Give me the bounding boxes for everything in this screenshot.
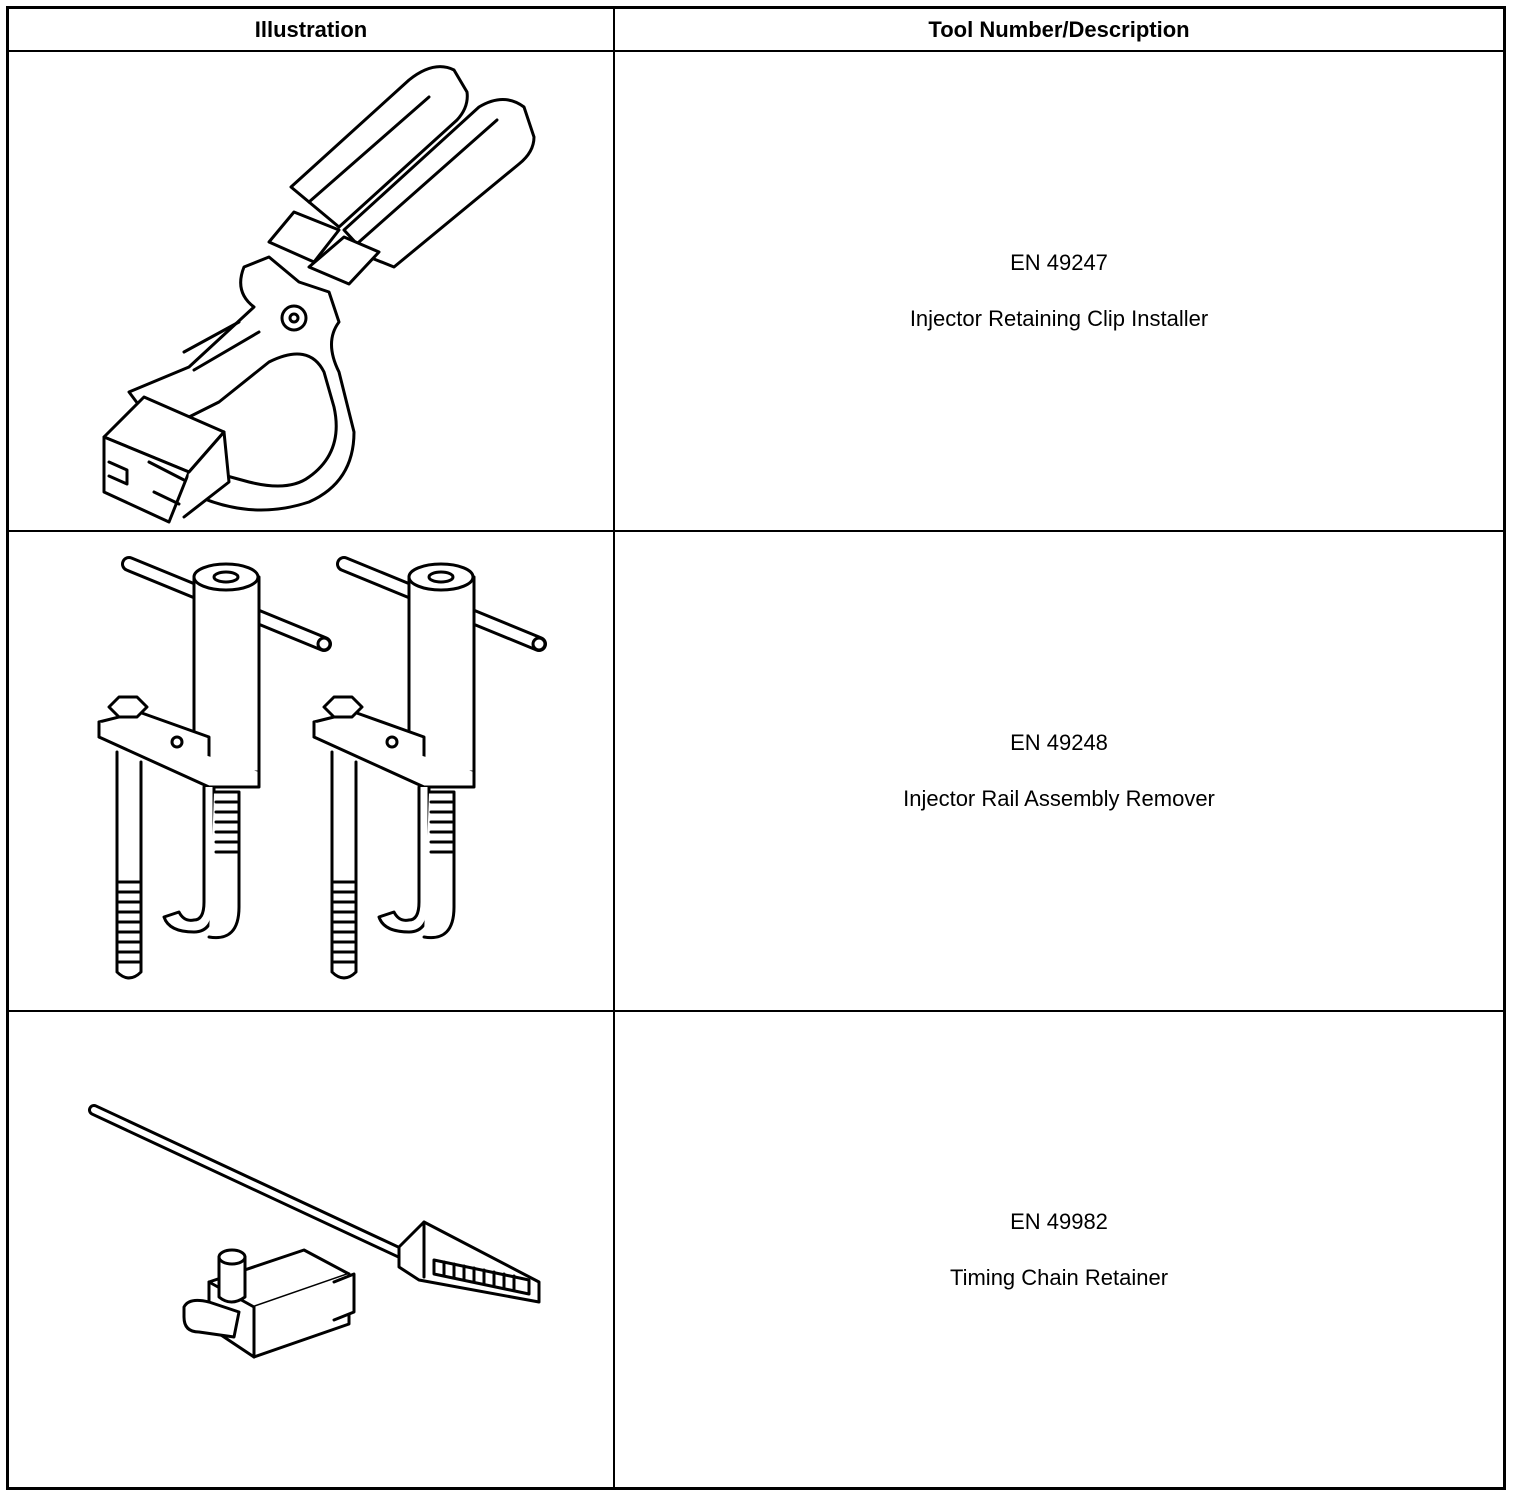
timing-chain-retainer-icon [88,1104,541,1359]
tool-number: EN 49248 [1010,730,1108,755]
tool-number: EN 49247 [1010,250,1108,275]
tool-description: Injector Rail Assembly Remover [903,786,1215,811]
illustration-cell [9,532,615,1010]
special-tools-table: Illustration Tool Number/Description [6,6,1506,1490]
clip-installer-pliers-icon [102,65,536,524]
rail-remover-tool-icon [97,556,547,980]
description-column-header: Tool Number/Description [928,16,1190,42]
tool-number: EN 49982 [1010,1208,1108,1234]
tool-description: Injector Retaining Clip Installer [909,306,1209,331]
illustration-cell [9,52,615,530]
description-cell: EN 49248 Injector Rail Assembly Remover [615,532,1503,1010]
illustration-column-header: Illustration [9,9,615,50]
table-header-row: Illustration Tool Number/Description [9,9,1503,52]
description-cell: EN 49247 Injector Retaining Clip Install… [615,52,1503,530]
tool-description: Timing Chain Retainer [949,1264,1169,1290]
description-cell: EN 49982 Timing Chain Retainer [615,1012,1503,1487]
table-row: EN 49248 Injector Rail Assembly Remover [9,532,1503,1012]
table-row: EN 49982 Timing Chain Retainer [9,1012,1503,1487]
remover-left-icon [97,556,332,980]
illustration-cell [9,1012,615,1487]
table-row: EN 49247 Injector Retaining Clip Install… [9,52,1503,532]
remover-right-icon [312,556,547,980]
